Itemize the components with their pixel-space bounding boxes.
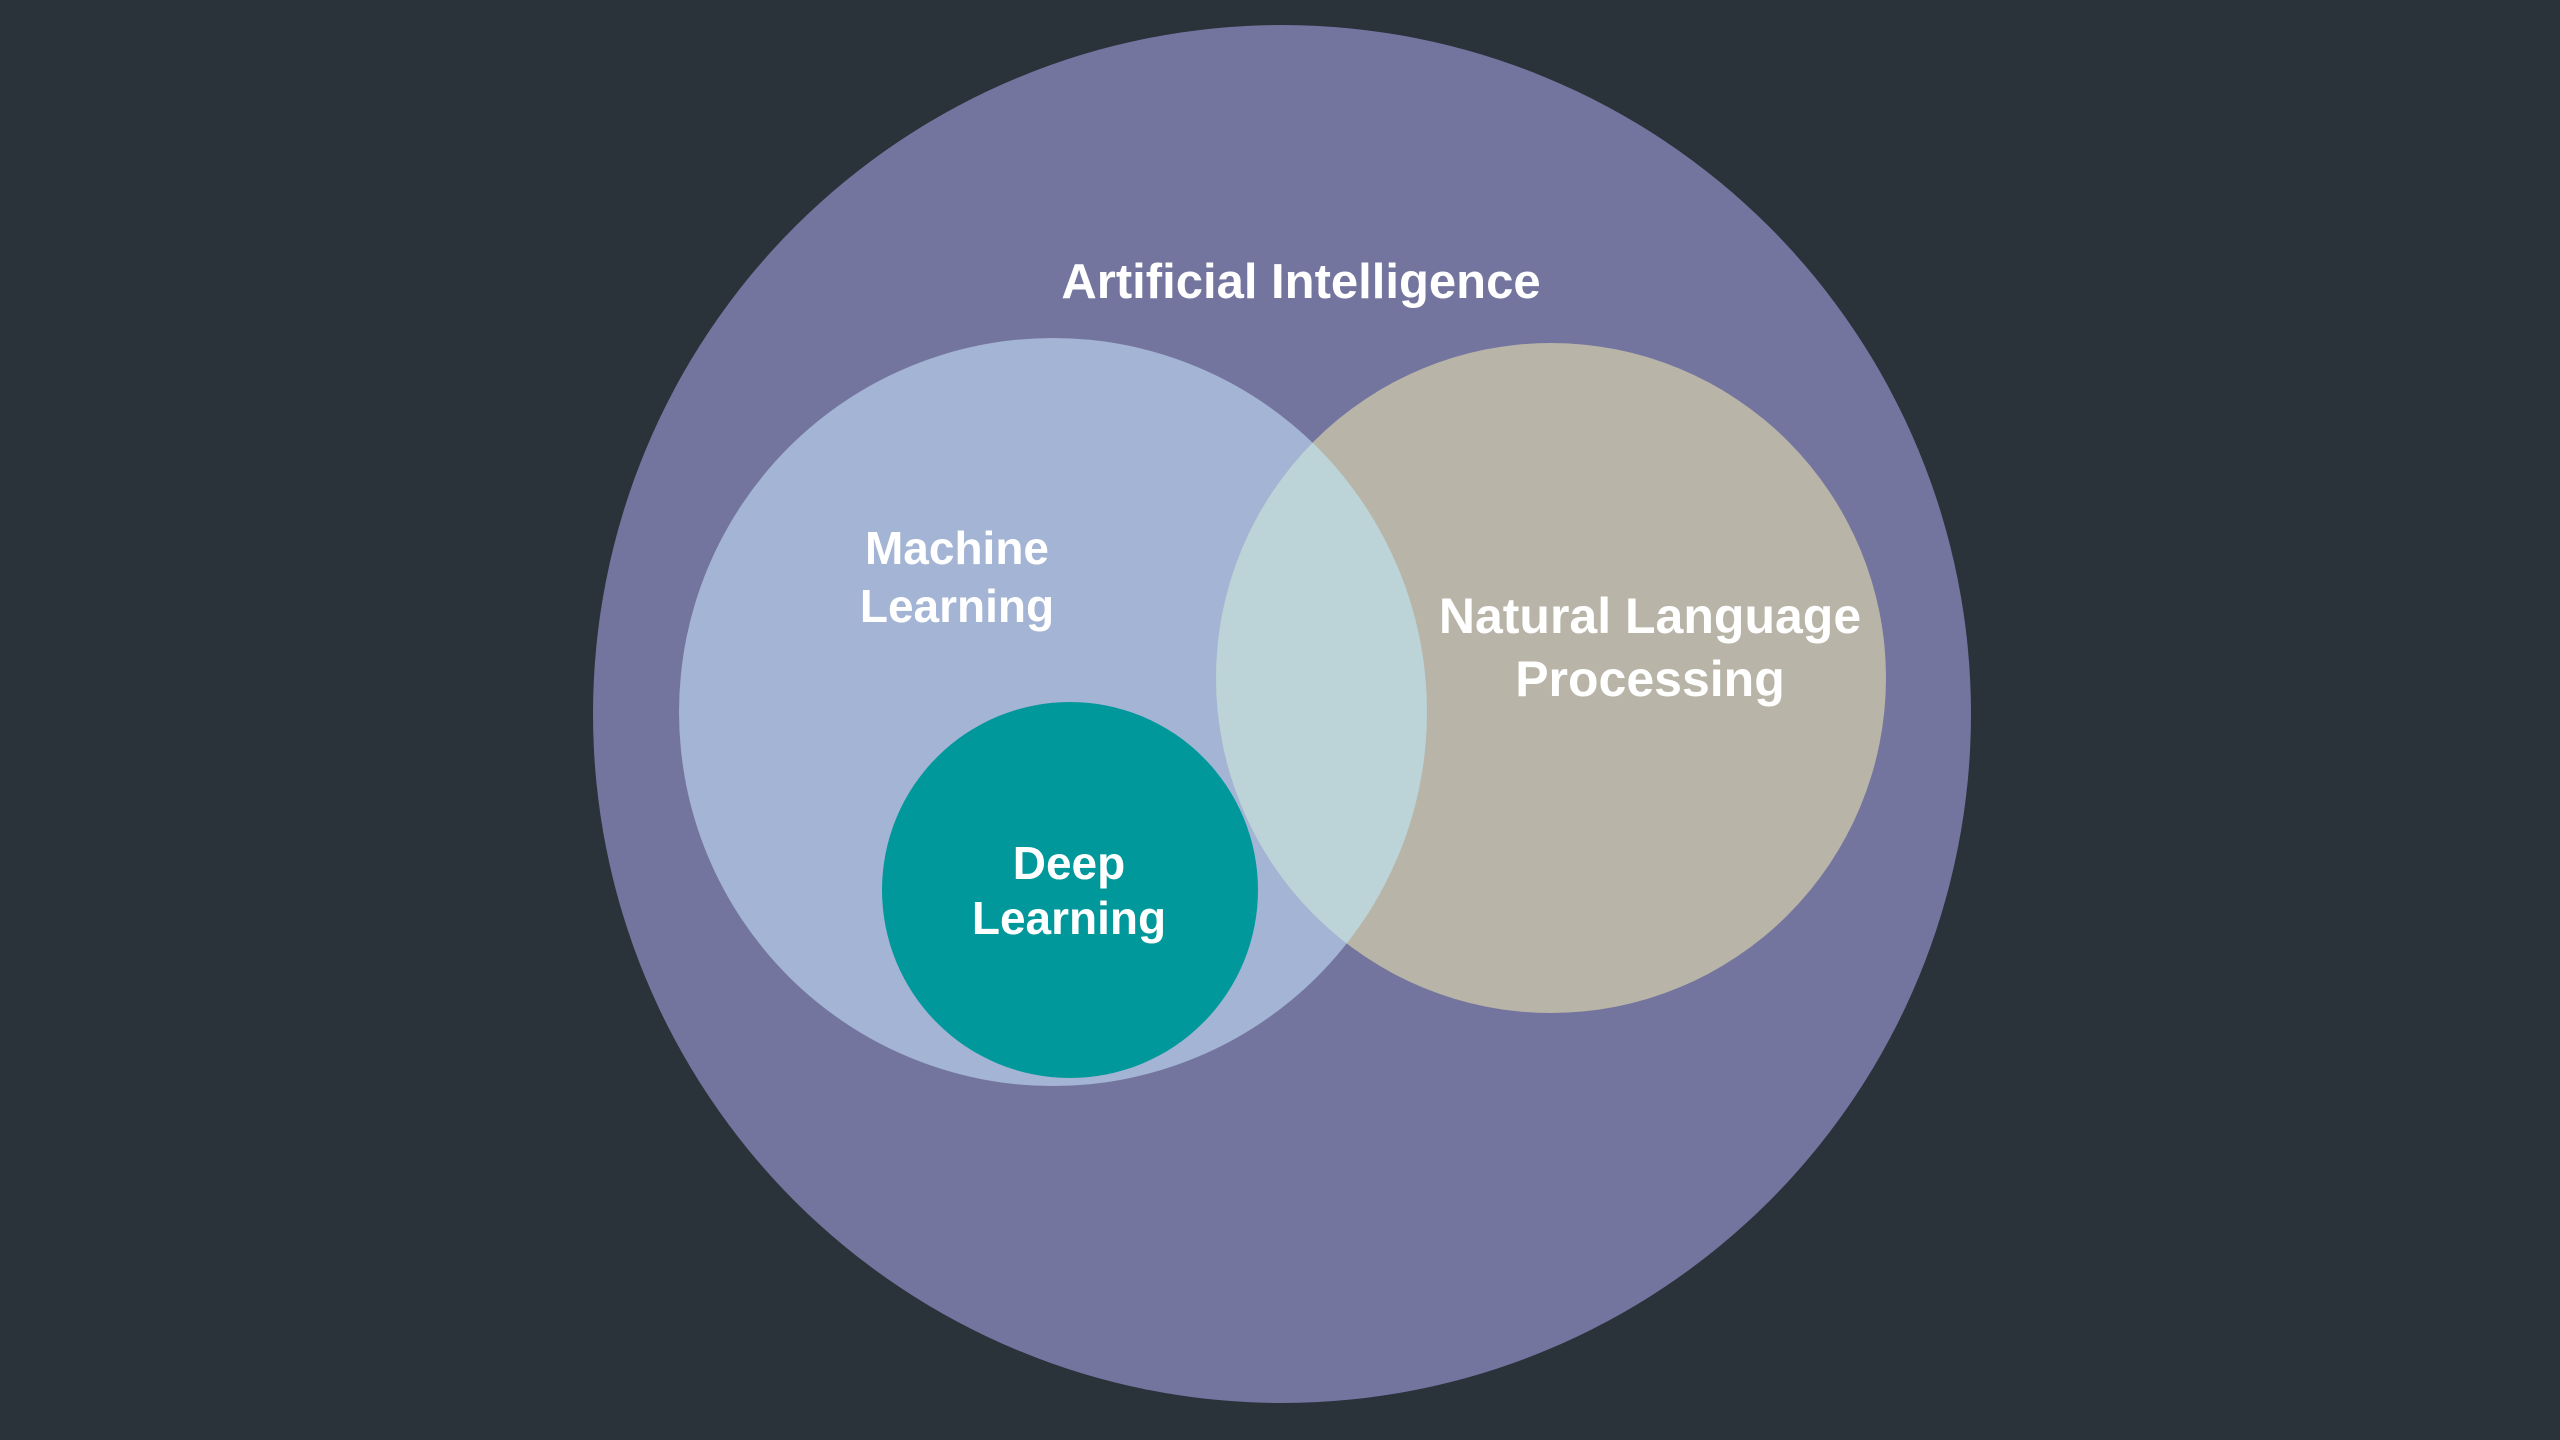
- ai-label: Artificial Intelligence: [1061, 255, 1541, 309]
- nlp-label: Natural Language Processing: [1438, 588, 1862, 707]
- machine-learning-label: Machine Learning: [859, 522, 1055, 632]
- deep-learning-circle: [882, 702, 1258, 1078]
- deep-learning-label: Deep Learning: [971, 837, 1167, 944]
